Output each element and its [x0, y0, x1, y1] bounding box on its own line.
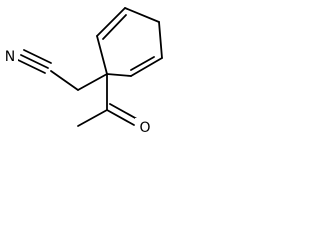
- nitrogen-label-background: [2, 47, 18, 65]
- ring-bond-c1-c2: [96, 35, 108, 75]
- carbonyl-double-bond-1: [106, 109, 135, 126]
- nitrile-triple-bond-3: [17, 59, 46, 74]
- ring-bond-c3-c4: [124, 7, 160, 23]
- ring-double-bond-inner-right: [130, 56, 155, 71]
- ring-bond-c2-c3: [96, 7, 126, 37]
- ring-bond-c4-c5: [158, 21, 163, 59]
- bond-ring-to-ch2: [77, 73, 108, 91]
- oxygen-atom-label: O: [139, 120, 150, 136]
- nitrogen-atom-label: N: [5, 49, 15, 65]
- oxygen-label-background: [135, 118, 153, 136]
- ring-double-bond-inner-left: [102, 14, 127, 40]
- nitrile-triple-bond-2: [23, 49, 52, 64]
- ring-bond-c5-c6: [130, 57, 163, 77]
- nitrile-triple-bond-1: [20, 54, 49, 69]
- bond-carbonyl-to-methyl: [77, 109, 108, 127]
- bond-ch2-to-nitrile-c: [50, 70, 79, 91]
- carbonyl-double-bond-2: [109, 103, 138, 120]
- ring-bond-c6-c1: [106, 73, 132, 77]
- structural-formula: N O: [2, 7, 163, 136]
